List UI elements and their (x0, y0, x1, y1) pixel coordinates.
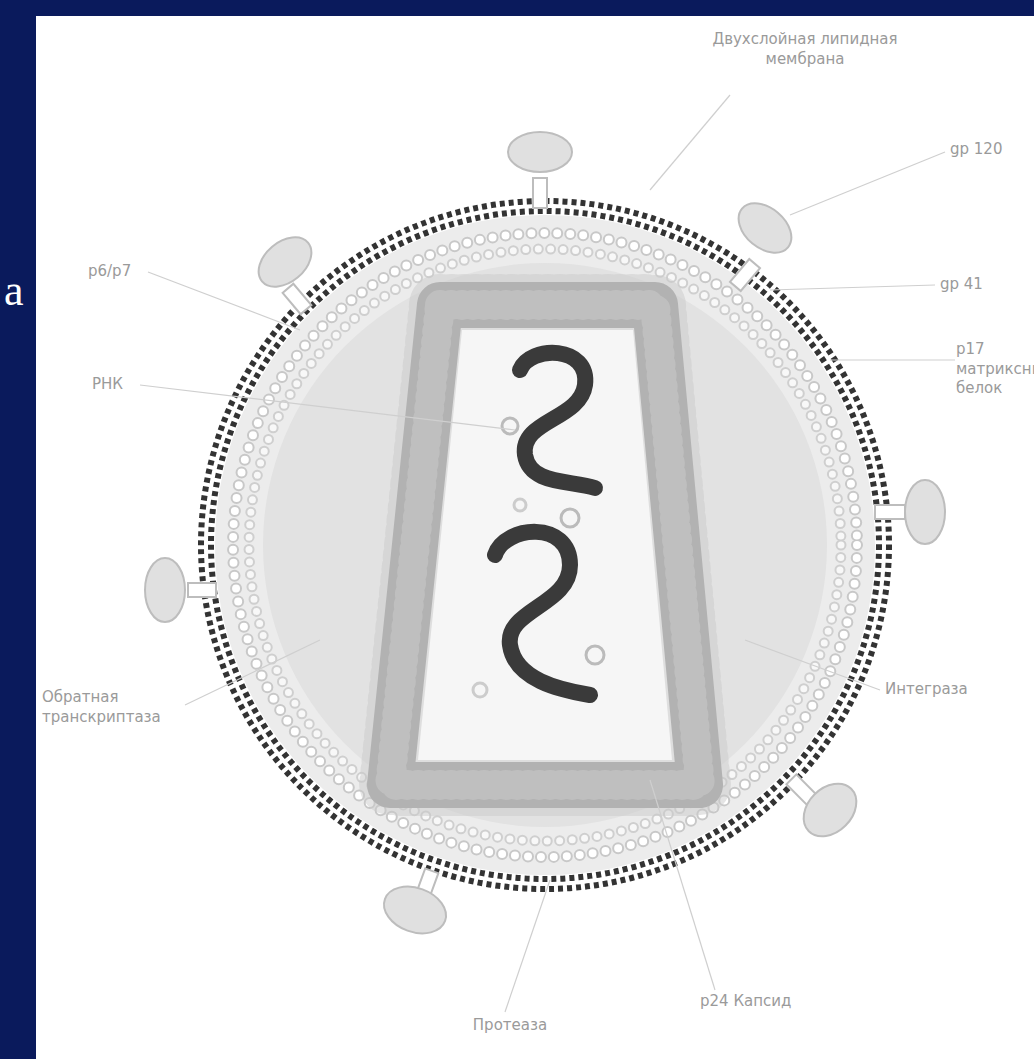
slide-title-fragment: а (4, 262, 44, 319)
part-label: Обратная транскриптаза (42, 688, 192, 727)
part-label: Протеаза (440, 1016, 580, 1036)
part-label: p6/p7 (88, 262, 148, 282)
part-label: Двухслойная липидная мембрана (690, 30, 920, 69)
part-label: Интеграза (885, 680, 1005, 700)
part-label: p24 Капсид (700, 992, 830, 1012)
part-label: gp 120 (950, 140, 1030, 160)
part-label: РНК (92, 375, 142, 395)
part-label: gp 41 (940, 275, 1020, 295)
part-label: p17 матриксный белок (956, 340, 1030, 399)
